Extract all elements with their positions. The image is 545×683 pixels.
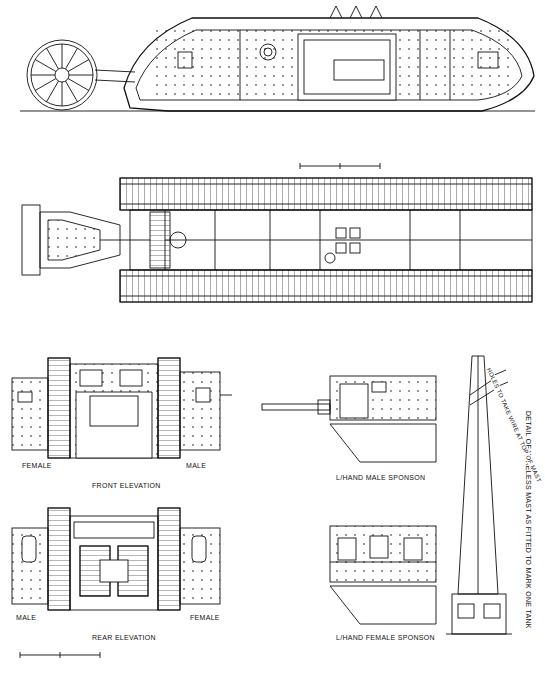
wheel-spoke xyxy=(68,60,89,72)
rear-elevation xyxy=(12,508,220,658)
wheel-spoke xyxy=(47,48,59,69)
view-label: MALE xyxy=(186,462,206,469)
female-sponson xyxy=(330,526,436,624)
wheel-spoke xyxy=(47,81,59,102)
note-label: DETAIL OF WIRELESS MAST AS FITTED TO MAR… xyxy=(525,410,532,630)
wheel-spoke xyxy=(62,44,63,68)
side-view xyxy=(20,6,535,111)
view-label: L/HAND FEMALE SPONSON xyxy=(336,634,435,641)
view-label: FEMALE xyxy=(22,462,52,469)
view-label: FEMALE xyxy=(190,614,220,621)
wheel-spoke xyxy=(69,75,93,76)
view-label: FRONT ELEVATION xyxy=(92,482,161,489)
note-label: HOLES TO TAKE WIRE AT TOP OF MAST xyxy=(485,366,542,484)
male-sponson xyxy=(262,376,436,462)
view-label: MALE xyxy=(16,614,36,621)
wheel-spoke xyxy=(35,60,56,72)
wheel-spoke xyxy=(62,82,63,106)
plan-view xyxy=(22,163,532,302)
view-label: REAR ELEVATION xyxy=(92,634,156,641)
wheel-spoke xyxy=(66,81,78,102)
wheel-spoke xyxy=(66,48,78,69)
front-elevation xyxy=(12,358,232,458)
wheel-spoke xyxy=(68,79,89,91)
wheel-spoke xyxy=(31,75,55,76)
wheel-spoke xyxy=(35,79,56,91)
view-label: L/HAND MALE SPONSON xyxy=(336,474,425,481)
